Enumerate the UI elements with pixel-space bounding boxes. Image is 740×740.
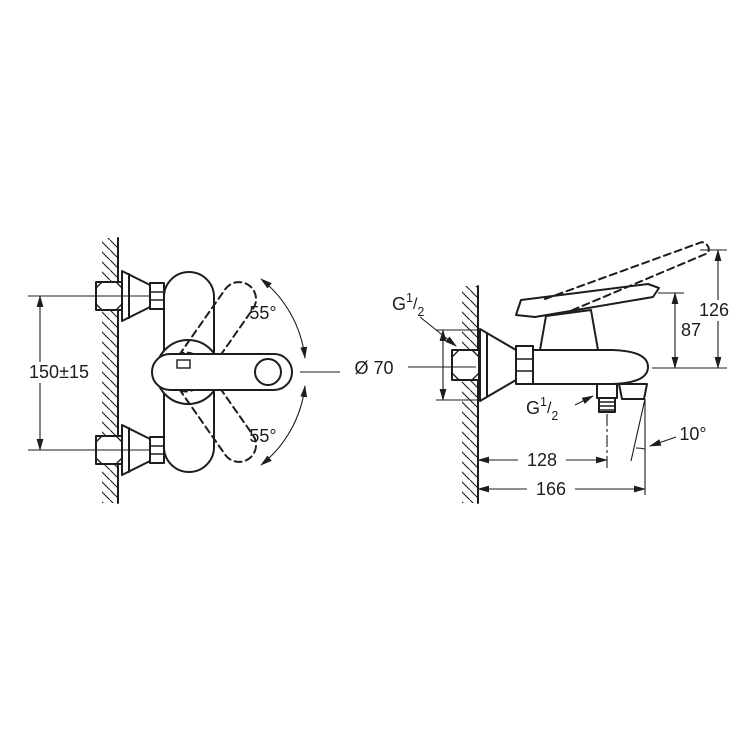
union-chamfers-bottom xyxy=(95,435,123,465)
label-height-to-lever: 87 xyxy=(681,320,701,340)
hex-nut-side xyxy=(515,345,534,385)
label-height-overall: 126 xyxy=(699,300,729,320)
hex-nut-facets-bottom xyxy=(149,445,165,455)
leader-10deg xyxy=(649,436,677,447)
hex-nut-facets-side xyxy=(515,358,534,372)
aerator-angle-arc xyxy=(635,447,646,450)
hex-nut-facets-top xyxy=(149,291,165,301)
outlet-neck xyxy=(596,383,618,399)
label-outlet-thread: G1/2 xyxy=(526,395,558,423)
lever-end-cap xyxy=(254,358,282,386)
aerator-angle-line xyxy=(630,398,646,462)
dim-150-text-bg xyxy=(26,362,92,383)
hex-nut-bottom xyxy=(149,436,165,464)
label-aerator-angle: 10° xyxy=(679,424,706,444)
union-square-side xyxy=(451,349,480,381)
label-escutcheon-diameter: Ø 70 xyxy=(354,358,393,378)
label-angle-down: 55° xyxy=(249,426,276,446)
leader-outlet-thread xyxy=(574,395,594,406)
logo-badge xyxy=(176,359,191,369)
escutcheon-side xyxy=(479,328,517,402)
lever-handle-side xyxy=(515,283,660,318)
mixer-body-side xyxy=(532,349,649,385)
inlet-union xyxy=(451,328,534,402)
leader-inlet-thread xyxy=(419,316,457,347)
front-view: 55° 55° 150±15 xyxy=(26,237,340,504)
wall-hatch-side xyxy=(462,286,478,503)
label-depth-overall: 166 xyxy=(536,479,566,499)
label-depth-to-outlet: 128 xyxy=(527,450,557,470)
union-chamfers-side xyxy=(451,349,480,381)
cartridge-dome xyxy=(539,309,599,351)
dim-128-text-bg xyxy=(518,449,566,470)
dim-166-text-bg xyxy=(527,478,575,499)
swing-arc-up xyxy=(260,278,308,359)
side-view: 10° Ø 70 G1/2 G1/2 87 126 128 166 xyxy=(354,240,737,504)
aerator xyxy=(618,383,648,400)
lever-raised-dashed xyxy=(544,240,710,313)
hex-nut-top xyxy=(149,282,165,310)
outlet-thread-lines xyxy=(598,401,616,411)
lever-handle-front xyxy=(151,353,293,391)
label-angle-up: 55° xyxy=(249,303,276,323)
label-mount-spacing: 150±15 xyxy=(29,362,89,382)
label-inlet-thread: G1/2 xyxy=(392,291,424,319)
shower-outlet xyxy=(596,383,618,413)
swing-arc-down xyxy=(260,385,308,466)
union-chamfers-top xyxy=(95,281,123,311)
dim-126-text-bg xyxy=(693,300,737,321)
